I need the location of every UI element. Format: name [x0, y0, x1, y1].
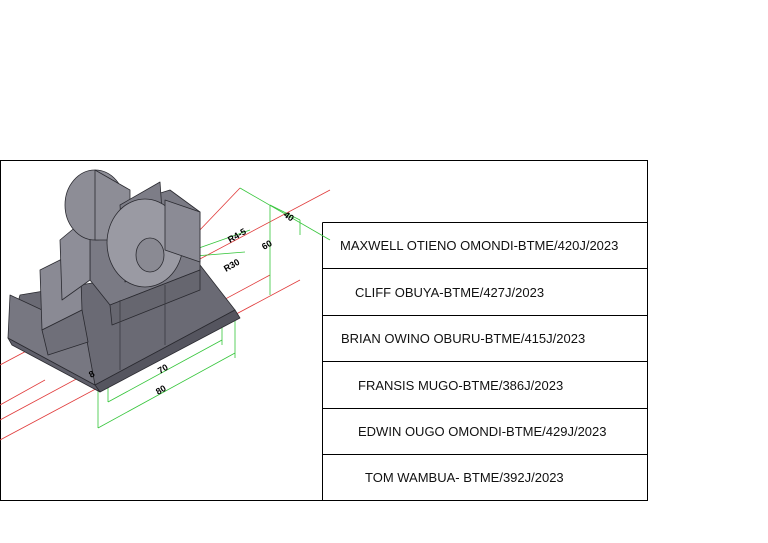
dim-text-8: 8 — [87, 369, 96, 380]
name-row-4: FRANSIS MUGO-BTME/386J/2023 — [323, 362, 682, 408]
name-text: MAXWELL OTIENO OMONDI-BTME/420J/2023 — [340, 238, 619, 253]
dim-text-r30: R30 — [222, 257, 241, 274]
name-row-3: BRIAN OWINO OBURU-BTME/415J/2023 — [323, 316, 665, 361]
name-text: TOM WAMBUA- BTME/392J/2023 — [365, 470, 564, 485]
name-row-6: TOM WAMBUA- BTME/392J/2023 — [323, 455, 689, 500]
name-text: FRANSIS MUGO-BTME/386J/2023 — [358, 377, 564, 393]
name-text: BRIAN OWINO OBURU-BTME/415J/2023 — [341, 331, 586, 346]
name-row-5: EDWIN OUGO OMONDI-BTME/429J/2023 — [323, 409, 682, 454]
title-block — [322, 222, 648, 501]
dim-text-80: 80 — [154, 383, 168, 397]
dim-text-70: 70 — [156, 362, 170, 376]
isometric-solid — [7, 169, 241, 393]
name-text: CLIFF OBUYA-BTME/427J/2023 — [355, 284, 545, 300]
drawing-frame — [0, 160, 648, 501]
name-row-2: CLIFF OBUYA-BTME/427J/2023 — [323, 269, 679, 315]
name-text: EDWIN OUGO OMONDI-BTME/429J/2023 — [358, 424, 607, 439]
dim-text-r4: R4-5 — [226, 226, 248, 244]
name-row-1: MAXWELL OTIENO OMONDI-BTME/420J/2023 — [323, 223, 664, 268]
dim-text-40: 40 — [282, 209, 296, 223]
dim-text-60: 60 — [260, 238, 274, 252]
